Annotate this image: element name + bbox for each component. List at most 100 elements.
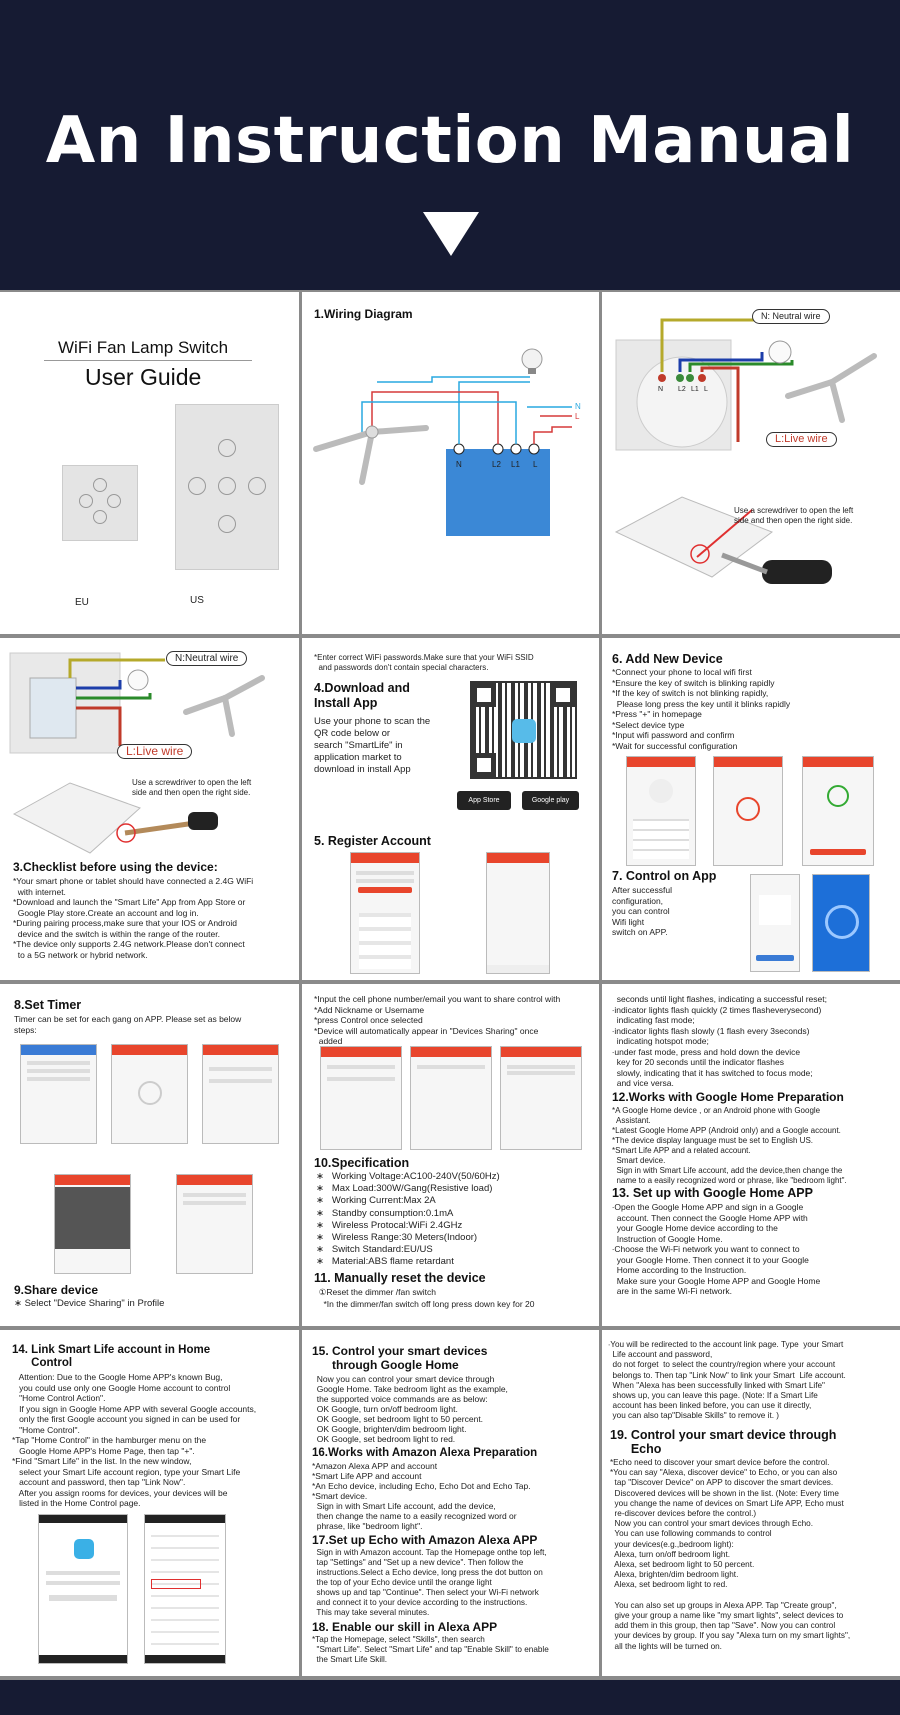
manual-grid: WiFi Fan Lamp Switch User Guide EU US 1.… [0,290,900,1680]
checklist-panel: N:Neutral wire L:Live wire Use a screwdr… [0,638,299,980]
alexa-prep-title: 16.Works with Amazon Alexa Preparation [312,1447,538,1459]
spec-title: 10.Specification [314,1156,410,1170]
wire-n: N [575,402,581,411]
install-title: 4.Download and Install App [314,681,410,710]
alexa-prep-body: *Amazon Alexa APP and account *Smart Lif… [312,1461,531,1531]
google-play-badge[interactable]: Google play [522,791,579,810]
echo-setup-body: Sign in with Amazon account. Tap the Hom… [316,1548,547,1617]
share-phone-c [500,1046,582,1150]
spec-items: ∗ Working Voltage:AC100-240V(50/60Hz) ∗ … [316,1171,500,1268]
spec-panel: *Input the cell phone number/email you w… [302,984,599,1326]
qr-code-icon [470,681,577,779]
link-phone-2 [144,1514,226,1664]
google-control-body: Now you can control your smart device th… [316,1374,508,1444]
down-arrow-icon [423,212,479,256]
control-phone-2 [812,874,870,972]
wiring-title: 1.Wiring Diagram [314,307,413,321]
wire-l: L [575,412,580,421]
install-panel: *Enter correct WiFi passwords.Make sure … [302,638,599,980]
reset-title: 11. Manually reset the device [314,1271,486,1285]
google-setup-body: ∙Open the Google Home APP and sign in a … [612,1202,821,1296]
share-phone-1 [54,1174,131,1274]
module-box [446,449,550,536]
app-store-badge[interactable]: App Store [457,791,511,810]
share-phone-2 [176,1174,253,1274]
google-setup-title: 13. Set up with Google Home APP [612,1186,813,1200]
install-note: *Enter correct WiFi passwords.Make sure … [314,653,534,672]
google-control-title: 15. Control your smart devices through G… [312,1344,488,1372]
google-prep-title: 12.Works with Google Home Preparation [612,1090,844,1104]
cover-title: User Guide [85,364,202,390]
add-body: *Connect your phone to local wifi first … [612,667,791,751]
eu-switch-image [62,465,138,541]
link-phone-1 [38,1514,128,1664]
share-title: 9.Share device [14,1283,99,1297]
header-banner: An Instruction Manual [0,0,900,290]
account-link-body: ∙You will be redirected to the account l… [608,1340,846,1421]
footer-bar [0,1680,900,1715]
add-phone-2 [713,756,783,866]
term-n: N [456,460,462,469]
echo-setup-title: 17.Set up Echo with Amazon Alexa APP [312,1533,538,1547]
l2-term: L2 [678,386,686,393]
google-panel: seconds until light flashes, indicating … [602,984,900,1326]
share-body: ∗ Select "Device Sharing" in Profile [14,1298,165,1309]
control-body: After successful configuration, you can … [612,885,672,937]
term-l2: L2 [492,460,501,469]
timer-phone-1 [20,1044,97,1144]
n-term: N [658,386,664,393]
neutral-label: N:Neutral wire [166,651,248,666]
google-prep-body: *A Google Home device , or an Android ph… [612,1106,847,1185]
add-title: 6. Add New Device [612,652,723,666]
add-device-panel: 6. Add New Device *Connect your phone to… [602,638,900,980]
timer-body: Timer can be set for each gang on APP. P… [14,1014,242,1035]
register-title: 5. Register Account [314,834,431,848]
timer-phone-2 [111,1044,188,1144]
eu-label: EU [75,597,89,608]
page-title: An Instruction Manual [45,104,855,178]
control-title: 7. Control on App [612,869,717,883]
echo-control-title: 19. Control your smart device through Ec… [610,1428,837,1456]
register-phone-1 [350,852,420,974]
cover-panel: WiFi Fan Lamp Switch User Guide EU US [0,292,299,634]
l-term: L [704,386,708,393]
control-phone-1 [750,874,800,972]
reset-body: ①Reset the dimmer /fan switch *In the di… [318,1287,535,1309]
timer-panel: 8.Set Timer Timer can be set for each ga… [0,984,299,1326]
link-panel: 14. Link Smart Life account in Home Cont… [0,1330,299,1676]
skill-body: *Tap the Homepage, select "Skills", then… [312,1635,549,1664]
live-label: L:Live wire [117,744,193,759]
live-label: L:Live wire [766,432,837,447]
us-switch-image [175,404,279,570]
screwdriver-note: Use a screwdriver to open the left side … [132,778,252,797]
wiring-panel: 1.Wiring Diagram N L2 L1 L N L [302,292,599,634]
link-title: 14. Link Smart Life account in Home Cont… [12,1344,211,1369]
share-steps: *Input the cell phone number/email you w… [314,994,561,1046]
l1-term: L1 [691,386,699,393]
share-phone-a [320,1046,402,1150]
screwdriver-note: Use a screwdriver to open the left side … [734,506,854,525]
photo-wiring-image [614,318,877,584]
timer-title: 8.Set Timer [14,998,82,1012]
link-body: Attention: Due to the Google Home APP's … [12,1372,257,1508]
echo-panel: ∙You will be redirected to the account l… [602,1330,900,1676]
skill-title: 18. Enable our skill in Alexa APP [312,1620,498,1634]
cover-subtitle: WiFi Fan Lamp Switch [58,338,229,357]
add-phone-3 [802,756,874,866]
photo-wiring-panel: N: Neutral wire L:Live wire N L2 L1 L Us… [602,292,900,634]
register-phone-2 [486,852,550,974]
checklist-title: 3.Checklist before using the device: [13,860,218,874]
timer-phone-3 [202,1044,279,1144]
term-l: L [533,460,538,469]
alexa-panel: 15. Control your smart devices through G… [302,1330,599,1676]
neutral-label: N: Neutral wire [752,309,830,324]
reset-continued: seconds until light flashes, indicating … [612,994,827,1088]
term-l1: L1 [511,460,520,469]
add-phone-1 [626,756,696,866]
checklist-photo [9,652,265,854]
wiring-diagram [313,348,572,536]
install-body: Use your phone to scan the QR code below… [314,716,431,775]
share-phone-b [410,1046,492,1150]
checklist-body: *Your smart phone or tablet should have … [13,876,254,960]
divider [44,360,252,361]
